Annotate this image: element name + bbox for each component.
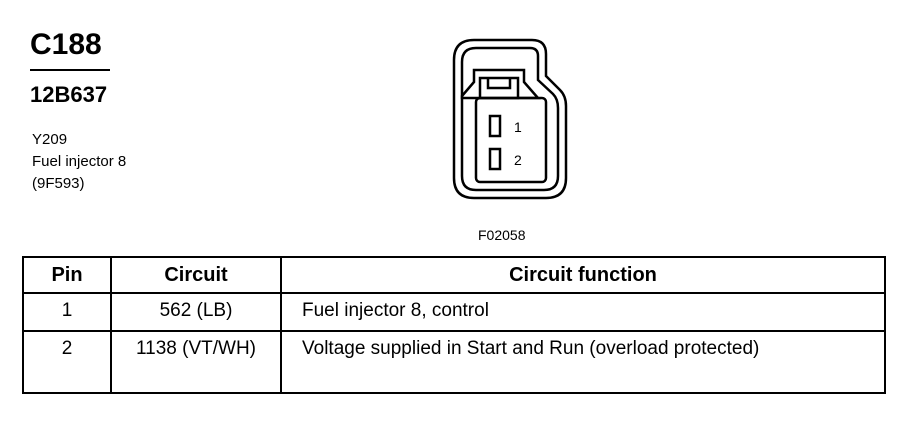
- connector-id: C188: [30, 28, 102, 61]
- cell-circuit: 1138 (VT/WH): [110, 330, 282, 394]
- pin-2-terminal: [488, 147, 502, 171]
- connector-id-underline: [30, 69, 110, 71]
- pin-1-terminal: [488, 114, 502, 138]
- table-header-row: Pin Circuit Circuit function: [22, 256, 886, 294]
- figure-code: F02058: [478, 227, 526, 243]
- description-line-name: Fuel injector 8: [32, 153, 127, 170]
- table-row: 2 1138 (VT/WH) Voltage supplied in Start…: [22, 330, 886, 394]
- cell-circuit: 562 (LB): [110, 292, 282, 332]
- header-circuit: Circuit: [110, 256, 282, 294]
- description-line-part: (9F593): [32, 175, 85, 192]
- connector-housing-outer: [452, 38, 568, 200]
- header-circuit-function: Circuit function: [280, 256, 886, 294]
- locking-tab-notch: [486, 78, 512, 90]
- pin-cavity-area: [474, 96, 548, 184]
- pinout-table: Pin Circuit Circuit function 1 562 (LB) …: [22, 256, 886, 394]
- description-line-code: Y209: [32, 131, 68, 148]
- table-row: 1 562 (LB) Fuel injector 8, control: [22, 292, 886, 332]
- cell-pin: 2: [22, 330, 112, 394]
- pin-1-label: 1: [514, 119, 522, 135]
- part-number: 12B637: [30, 82, 108, 107]
- cell-circuit-function: Fuel injector 8, control: [280, 292, 886, 332]
- connector-housing-inner: [460, 46, 560, 192]
- cell-circuit-function: Voltage supplied in Start and Run (overl…: [280, 330, 886, 394]
- header-pin: Pin: [22, 256, 112, 294]
- cell-pin: 1: [22, 292, 112, 332]
- connector-face-diagram: 1 2: [452, 38, 568, 200]
- pin-2-label: 2: [514, 152, 522, 168]
- connector-description: Y209 Fuel injector 8 (9F593): [32, 129, 126, 195]
